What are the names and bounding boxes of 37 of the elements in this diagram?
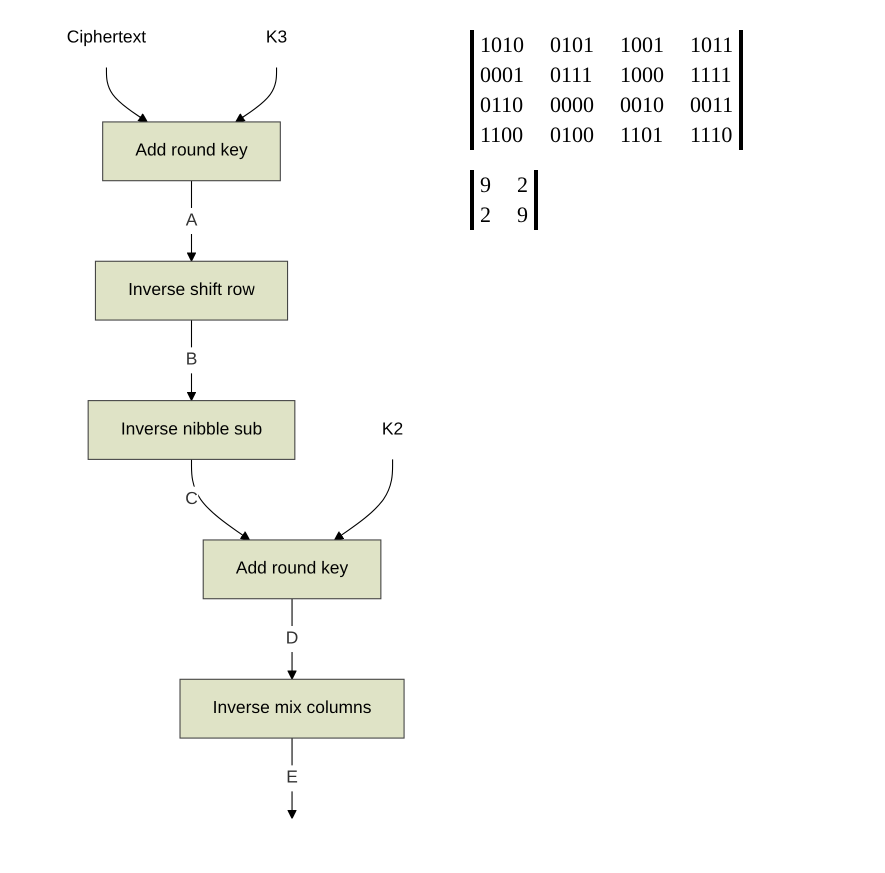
matrix-entry: 0010 [620,92,664,118]
matrix-entry: 0111 [550,62,594,88]
matrix-entry: 0001 [480,62,524,88]
node-box: Inverse nibble sub [88,400,296,460]
matrix-entry: 9 [517,202,528,228]
matrix-entry: 9 [480,172,491,198]
arrow [334,459,394,540]
matrix-entry: 0110 [480,92,524,118]
matrix-entry: 0100 [550,122,594,148]
node-box: Add round key [102,121,281,182]
matrix-entry: 0101 [550,32,594,58]
node-box: Inverse shift row [94,260,288,321]
arrow [106,68,148,122]
matrix-entry: 1010 [480,32,524,58]
matrix-entry: 1100 [480,122,524,148]
node-text: Ciphertext [66,28,146,47]
matrix-entry: 0011 [690,92,734,118]
node-box: Add round key [202,539,382,600]
node-text: K2 [382,420,404,439]
edge-label: A [186,211,198,230]
matrix-entry: 1101 [620,122,664,148]
edge-label: E [286,768,298,788]
matrix-entry: 1001 [620,32,664,58]
matrix-entry: 2 [517,172,528,198]
edge-label: C [185,490,198,508]
matrix-entry: 1111 [690,62,733,88]
matrix-entry: 1011 [690,32,734,58]
arrow [190,459,250,540]
edge-label: D [286,629,298,648]
matrix-entry: 1000 [620,62,664,88]
matrix-entry: 2 [480,202,491,228]
node-box: Inverse mix columns [179,678,405,739]
arrow [235,68,278,122]
matrix-entry: 1110 [690,122,734,148]
matrix-entry: 0000 [550,92,594,118]
edge-label: B [186,350,198,370]
node-text: K3 [266,28,288,47]
